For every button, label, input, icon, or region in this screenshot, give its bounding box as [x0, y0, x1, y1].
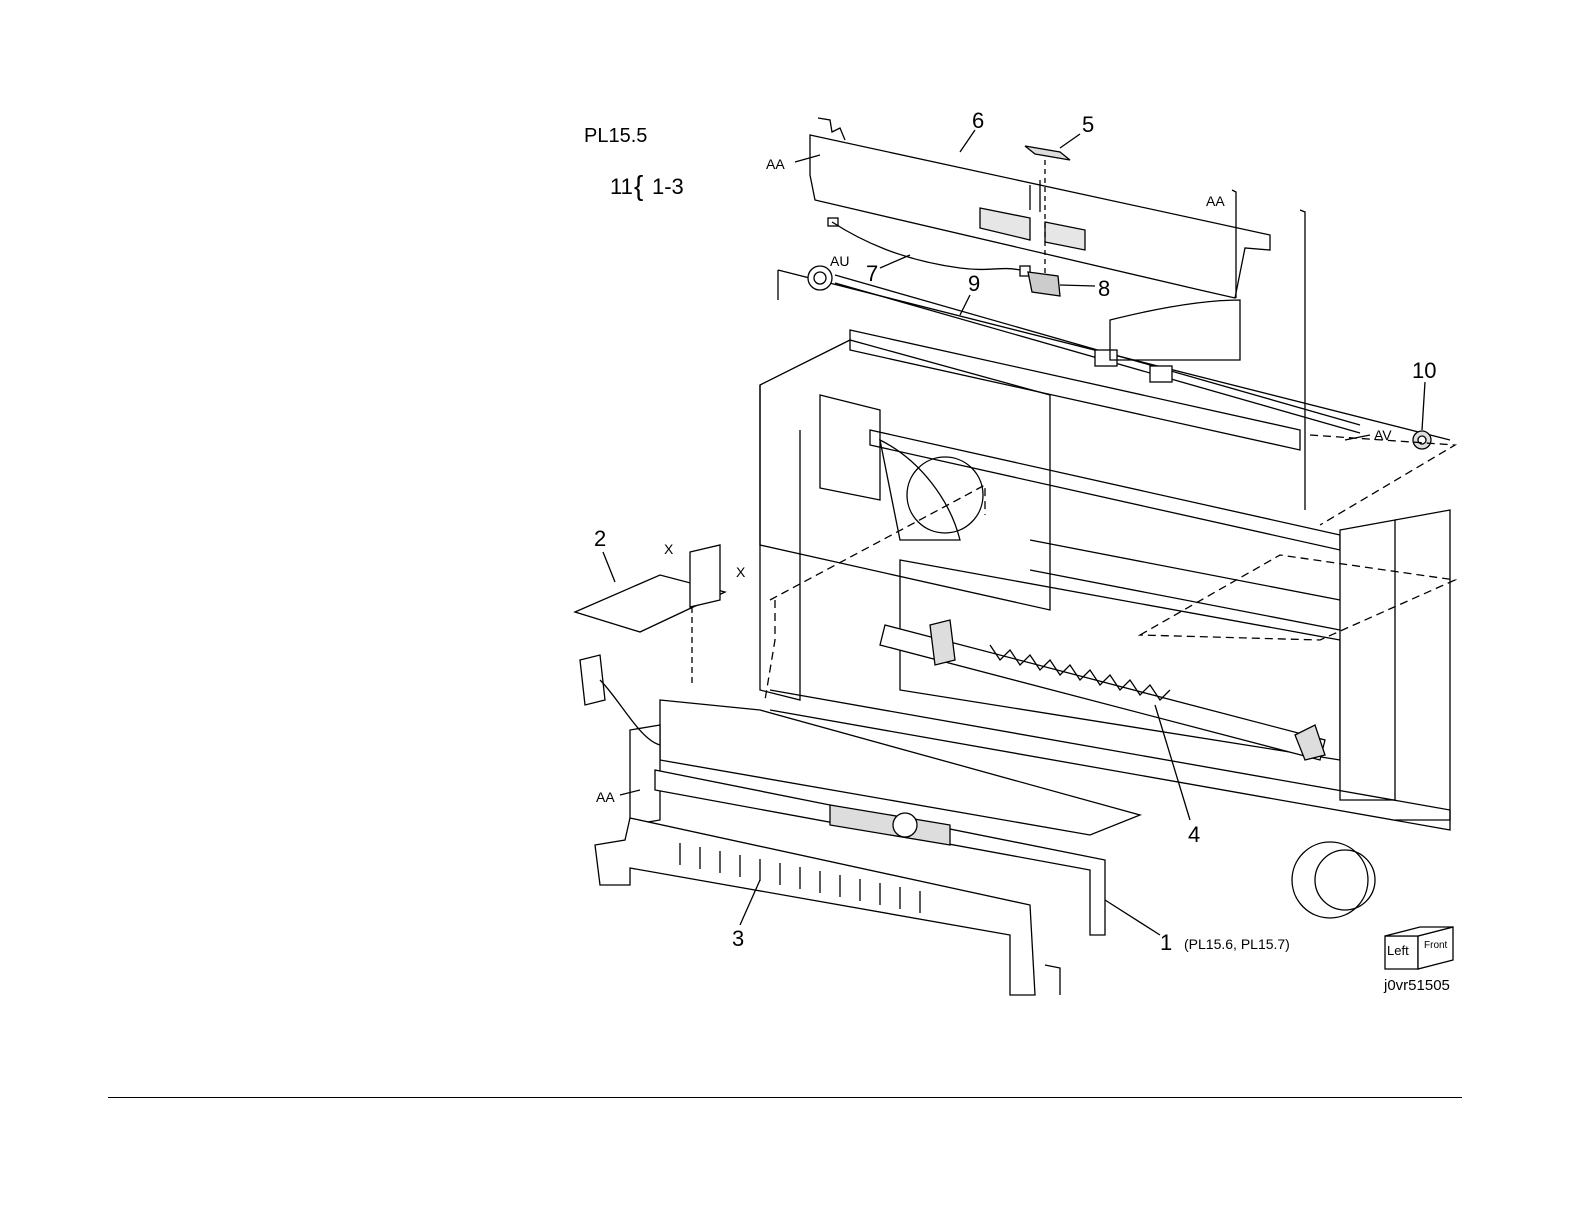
callout-7: 7	[866, 263, 878, 285]
orientation-front-label: Front	[1424, 941, 1447, 951]
callout-8: 8	[1098, 278, 1110, 300]
figure-code: j0vr51505	[1384, 978, 1450, 993]
callout-5: 5	[1082, 114, 1094, 136]
kit-range: 1-3	[652, 176, 684, 198]
alignment-lines	[1045, 190, 1305, 995]
page-divider	[108, 1097, 1462, 1098]
plate-title: PL15.5	[584, 126, 647, 146]
connector-x-right: X	[736, 565, 745, 579]
callout-4: 4	[1188, 824, 1200, 846]
callout-1-reference: (PL15.6, PL15.7)	[1184, 937, 1290, 951]
connector-av: AV	[1374, 428, 1392, 442]
connector-au: AU	[830, 254, 849, 268]
bearing	[1413, 382, 1431, 449]
callout-2: 2	[594, 528, 606, 550]
connector-aa-left: AA	[596, 790, 615, 804]
top-cover-plate	[810, 118, 1270, 298]
sensor	[1028, 272, 1060, 296]
kit-note-number: 11	[610, 176, 633, 198]
kit-brace-icon: {	[634, 172, 643, 200]
callout-1: 1	[1160, 932, 1172, 954]
callout-10: 10	[1412, 360, 1436, 382]
callout-9: 9	[968, 273, 980, 295]
connector-x-top: X	[664, 542, 673, 556]
callout-6: 6	[972, 110, 984, 132]
callout-3: 3	[732, 928, 744, 950]
connector-aa-top-left: AA	[766, 157, 785, 171]
connector-aa-top-right: AA	[1206, 194, 1225, 208]
orientation-left-label: Left	[1387, 944, 1409, 957]
